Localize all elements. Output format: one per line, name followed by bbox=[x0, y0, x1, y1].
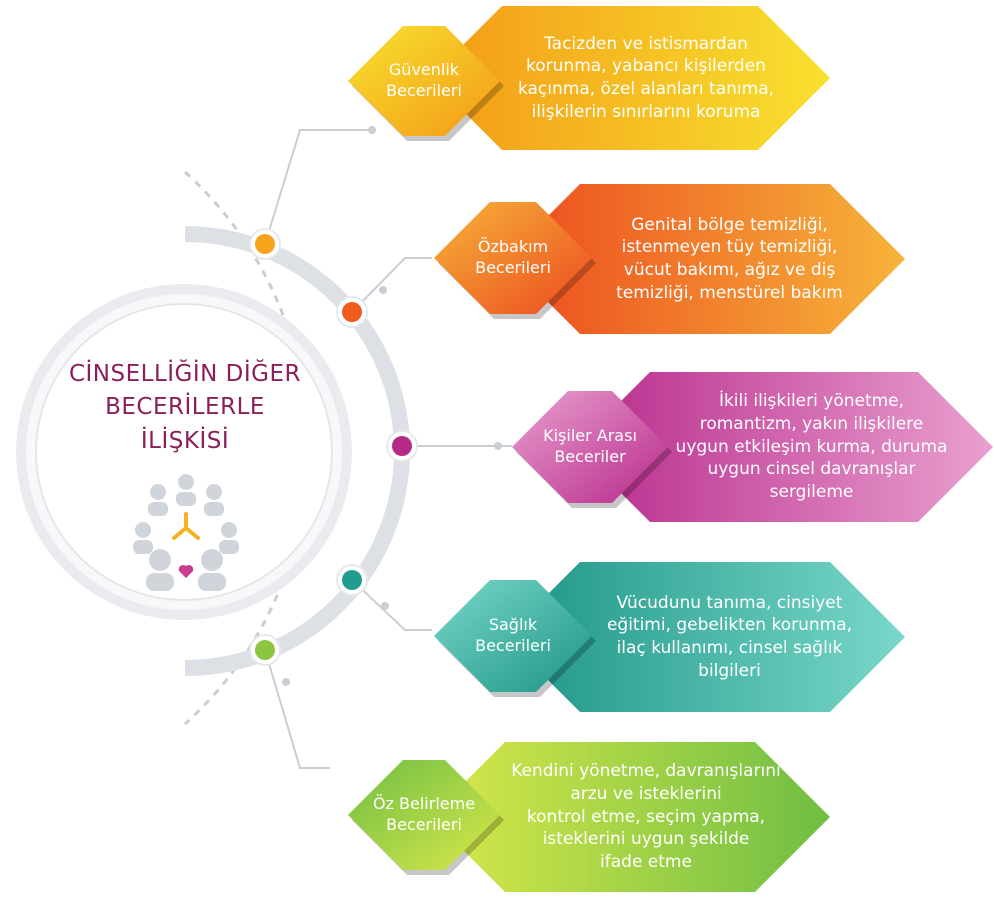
dot-guvenlik bbox=[249, 228, 281, 260]
hexagon-guvenlik-description bbox=[430, 6, 830, 150]
dot-ozbelirleme bbox=[249, 634, 281, 666]
hexagon-saglik-label bbox=[434, 580, 592, 692]
skill-description-text: İkili ilişkileri yönetme, romantizm, yak… bbox=[675, 391, 948, 502]
ring-dots bbox=[249, 228, 418, 666]
hexagon-ozbelirleme-label bbox=[348, 760, 500, 870]
hexagon-kisiler-description bbox=[575, 372, 993, 522]
skill-label-ozbelirleme: Öz Belirleme Becerileri bbox=[348, 760, 500, 870]
center-disc bbox=[16, 284, 352, 620]
dot-ozbakim bbox=[336, 296, 368, 328]
skill-label-text: Güvenlik Becerileri bbox=[386, 60, 462, 100]
skill-label-ozbakim: Özbakım Becerileri bbox=[434, 202, 592, 314]
people-group-heart-icon bbox=[133, 474, 239, 591]
hexagon-ozbelirleme-description bbox=[430, 742, 830, 892]
hexagon-ozbakim-label bbox=[434, 202, 592, 314]
skill-description-kisiler: İkili ilişkileri yönetme, romantizm, yak… bbox=[674, 372, 949, 522]
hexagon-kisiler-label bbox=[512, 391, 668, 503]
skill-description-ozbakim: Genital bölge temizliği, istenmeyen tüy … bbox=[598, 184, 861, 334]
hexagon-ozbakim-description bbox=[505, 184, 905, 334]
skill-label-saglik: Sağlık Becerileri bbox=[434, 580, 592, 692]
dot-kisiler bbox=[386, 430, 418, 462]
skill-label-text: Özbakım Becerileri bbox=[475, 237, 551, 277]
skill-description-text: Tacizden ve istismardan korunma, yabancı… bbox=[517, 33, 775, 122]
skill-label-text: Kişiler Arası Beceriler bbox=[543, 426, 637, 466]
skill-description-text: Genital bölge temizliği, istenmeyen tüy … bbox=[616, 214, 843, 303]
skill-description-saglik: Vücudunu tanıma, cinsiyet eğitimi, gebel… bbox=[598, 562, 861, 712]
hexagon-guvenlik-label bbox=[348, 26, 500, 136]
skill-label-text: Öz Belirleme Becerileri bbox=[372, 794, 476, 834]
skill-hexagons bbox=[348, 6, 993, 892]
skill-description-ozbelirleme: Kendini yönetme, davranışlarını arzu ve … bbox=[506, 742, 786, 892]
dot-saglik bbox=[336, 564, 368, 596]
skill-label-text: Sağlık Becerileri bbox=[475, 615, 551, 655]
skill-label-kisiler: Kişiler Arası Beceriler bbox=[512, 391, 668, 503]
skill-description-text: Kendini yönetme, davranışlarını arzu ve … bbox=[511, 761, 781, 872]
hexagon-saglik-description bbox=[505, 562, 905, 712]
connectors bbox=[264, 126, 512, 769]
skill-description-text: Vücudunu tanıma, cinsiyet eğitimi, gebel… bbox=[606, 592, 853, 681]
skill-label-guvenlik: Güvenlik Becerileri bbox=[348, 26, 500, 136]
skill-description-guvenlik: Tacizden ve istismardan korunma, yabancı… bbox=[506, 6, 786, 150]
center-title: CİNSELLİĞİN DİĞER BECERİLERLE İLİŞKİSİ bbox=[68, 361, 302, 454]
